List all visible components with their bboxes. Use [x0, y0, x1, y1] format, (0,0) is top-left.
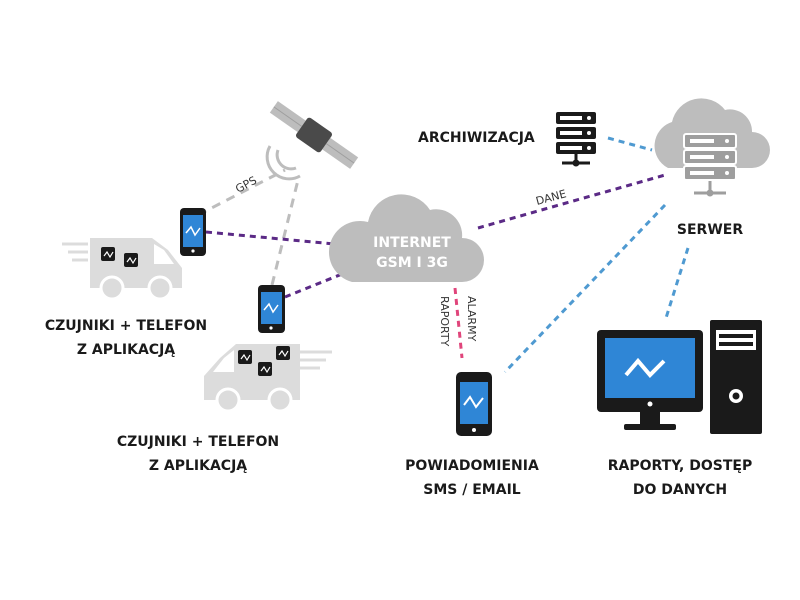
alerts-link — [453, 287, 464, 359]
sensor-icon — [258, 362, 272, 376]
smartphone-icon — [258, 285, 285, 333]
serwer-label: SERWER — [677, 222, 743, 238]
archive-server-link — [607, 136, 653, 152]
dane-label: DANE — [534, 187, 567, 208]
sensor-icon — [124, 253, 138, 267]
server-rack-icon — [556, 112, 596, 167]
signal-waves-icon — [265, 145, 301, 181]
reports-label-line2: DO DANYCH — [633, 482, 727, 498]
smartphone-icon — [456, 372, 492, 436]
delivery-van-icon — [62, 238, 182, 301]
notify-label-line1: POWIADOMIENIA — [405, 458, 539, 474]
gps-link-phone2 — [270, 179, 300, 286]
gps-link-phone1 — [197, 168, 286, 217]
internet-label-line2: GSM I 3G — [376, 255, 448, 271]
desktop-computer-icon — [597, 320, 762, 434]
connection-lines — [197, 136, 690, 374]
sensor-icon — [276, 346, 290, 360]
server-notify-link — [503, 203, 667, 374]
vehicle2-label-line2: Z APLIKACJĄ — [149, 458, 247, 474]
gps-label: GPS — [233, 174, 259, 196]
sensor-icon — [238, 350, 252, 364]
alarmy-label: ALARMY — [465, 296, 478, 342]
delivery-van-icon — [204, 344, 332, 413]
archiwizacja-label: ARCHIWIZACJA — [418, 130, 535, 146]
satellite-icon — [269, 101, 359, 169]
vehicle1-label-line1: CZUJNIKI + TELEFON — [45, 318, 207, 334]
raporty-label: RAPORTY — [438, 296, 451, 347]
vehicle2-label-line1: CZUJNIKI + TELEFON — [117, 434, 279, 450]
server-computer-link — [664, 247, 690, 319]
internet-label-line1: INTERNET — [373, 235, 451, 251]
smartphone-icon — [180, 208, 206, 256]
internet-server-link — [477, 173, 666, 230]
vehicle1-label-line2: Z APLIKACJĄ — [77, 342, 175, 358]
phone1-internet-link — [205, 230, 346, 247]
cloud-server-icon — [654, 98, 770, 197]
cloud-icon — [328, 194, 484, 282]
notify-label-line2: SMS / EMAIL — [423, 482, 520, 498]
sensor-icon — [101, 247, 115, 261]
reports-label-line1: RAPORTY, DOSTĘP — [608, 458, 752, 474]
